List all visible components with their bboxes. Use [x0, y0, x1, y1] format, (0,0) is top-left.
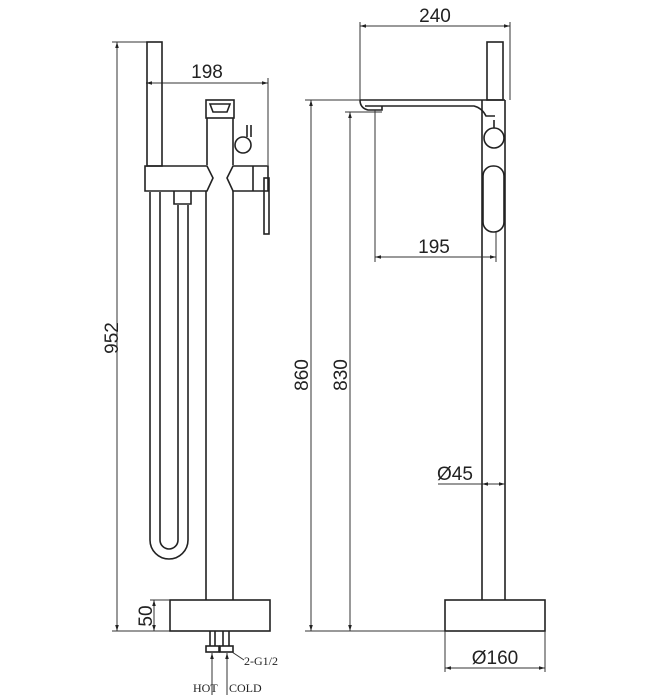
- water-inlets: 2-G1/2 HOT COLD: [193, 631, 278, 695]
- dimension-860: 860: [292, 99, 445, 632]
- svg-text:240: 240: [419, 6, 451, 27]
- svg-text:830: 830: [331, 359, 352, 391]
- svg-text:Ø45: Ø45: [437, 464, 473, 485]
- dimension-952: 952: [102, 41, 170, 632]
- svg-text:HOT: HOT: [193, 681, 218, 695]
- svg-text:860: 860: [292, 359, 313, 391]
- dimension-195: 195: [374, 110, 497, 262]
- svg-text:COLD: COLD: [229, 681, 262, 695]
- dimension-pipe-diameter: Ø45: [437, 464, 505, 486]
- mixer-body: [144, 99, 271, 632]
- svg-text:Ø160: Ø160: [472, 648, 518, 669]
- dimension-240: 240: [359, 6, 511, 100]
- hand-shower: [146, 41, 189, 560]
- faucet-side: [359, 41, 546, 632]
- svg-text:50: 50: [136, 605, 157, 626]
- left-view: 952 198: [102, 41, 278, 695]
- dimension-50: 50: [136, 599, 170, 631]
- right-view: 240 195 860 830: [292, 6, 546, 672]
- dimension-830: 830: [331, 111, 382, 631]
- svg-text:952: 952: [102, 322, 123, 354]
- svg-text:198: 198: [191, 62, 223, 83]
- svg-text:195: 195: [418, 237, 450, 258]
- dimension-base-diameter: Ø160: [444, 631, 546, 672]
- dimension-198: 198: [146, 62, 269, 165]
- svg-text:2-G1/2: 2-G1/2: [244, 654, 278, 668]
